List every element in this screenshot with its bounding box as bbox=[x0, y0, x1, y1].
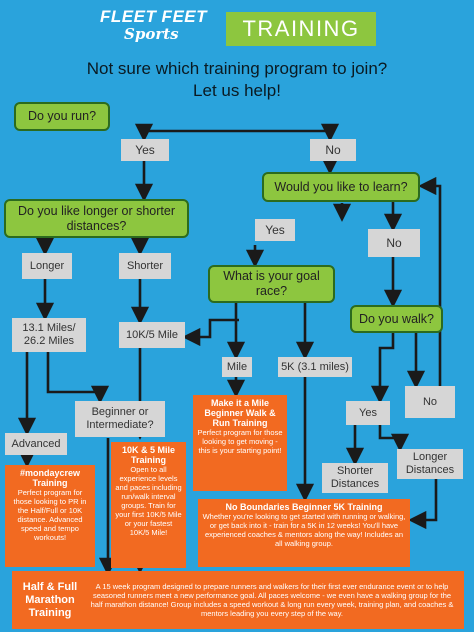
program-description: Perfect program for those looking to get… bbox=[197, 428, 283, 455]
question-goal-race: What is your goal race? bbox=[208, 265, 335, 303]
program-title: Make it a Mile Beginner Walk & Run Train… bbox=[204, 398, 276, 428]
logo-script: Sports bbox=[124, 25, 179, 43]
option-half-full: 13.1 Miles/ 26.2 Miles bbox=[12, 318, 86, 352]
program-description: Whether you're looking to get started wi… bbox=[202, 512, 406, 548]
question-distance: Do you like longer or shorter distances? bbox=[4, 199, 189, 238]
question-walk: Do you walk? bbox=[350, 305, 443, 333]
option-10k-5mile: 10K/5 Mile bbox=[119, 322, 185, 348]
program-make-it-a-mile: Make it a Mile Beginner Walk & Run Train… bbox=[193, 395, 287, 491]
training-badge: TRAINING bbox=[226, 12, 376, 46]
program-title: No Boundaries Beginner 5K Training bbox=[225, 502, 383, 512]
logo-text: FLEET FEET bbox=[100, 7, 207, 26]
option-longer-distances: Longer Distances bbox=[397, 449, 463, 479]
program-mondaycrew: #mondaycrew Training Perfect program for… bbox=[5, 465, 95, 567]
option-run-no: No bbox=[310, 139, 356, 161]
program-description: Perfect program for those looking to PR … bbox=[13, 488, 87, 542]
option-advanced: Advanced bbox=[5, 433, 67, 455]
program-description: A 15 week program designed to prepare ru… bbox=[90, 582, 454, 618]
fleet-feet-logo: FLEET FEET Sports bbox=[100, 8, 224, 48]
question-do-you-run: Do you run? bbox=[14, 102, 110, 131]
program-half-full-marathon: Half & Full Marathon Training A 15 week … bbox=[12, 571, 464, 629]
option-shorter: Shorter bbox=[119, 253, 171, 279]
program-10k-5mile: 10K & 5 Mile Training Open to all experi… bbox=[111, 442, 186, 568]
program-title: 10K & 5 Mile Training bbox=[121, 445, 176, 465]
program-no-boundaries-5k: No Boundaries Beginner 5K Training Wheth… bbox=[198, 499, 410, 567]
option-mile: Mile bbox=[222, 357, 252, 377]
page-heading: Not sure which training program to join?… bbox=[30, 58, 444, 102]
heading-line-2: Let us help! bbox=[193, 81, 281, 100]
option-learn-yes: Yes bbox=[255, 219, 295, 241]
option-beginner-intermediate: Beginner or Intermediate? bbox=[75, 401, 165, 437]
option-walk-yes: Yes bbox=[346, 401, 390, 425]
program-title: Half & Full Marathon Training bbox=[22, 580, 78, 619]
option-longer: Longer bbox=[22, 253, 72, 279]
question-learn: Would you like to learn? bbox=[262, 172, 420, 202]
heading-line-1: Not sure which training program to join? bbox=[86, 59, 388, 78]
option-learn-no: No bbox=[368, 229, 420, 257]
option-5k: 5K (3.1 miles) bbox=[278, 357, 352, 377]
option-walk-no: No bbox=[405, 386, 455, 418]
option-shorter-distances: Shorter Distances bbox=[322, 463, 388, 493]
option-run-yes: Yes bbox=[121, 139, 169, 161]
program-title: #mondaycrew Training bbox=[19, 468, 81, 488]
program-description: Open to all experience levels and paces … bbox=[115, 465, 182, 537]
